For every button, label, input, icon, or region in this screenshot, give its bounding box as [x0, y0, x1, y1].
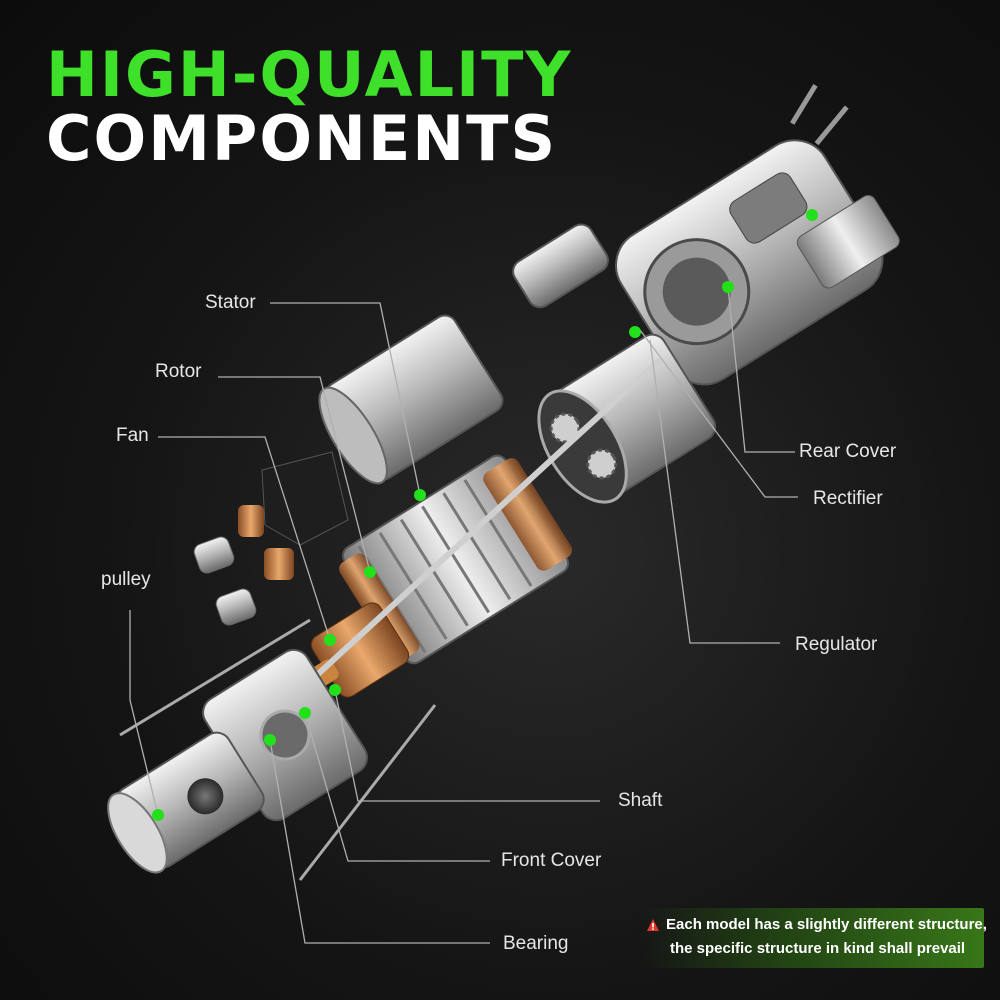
page-title-line1: HIGH-QUALITY	[46, 38, 573, 111]
label-rotor: Rotor	[155, 361, 202, 382]
stator-part	[318, 314, 504, 485]
marker-dots	[152, 209, 818, 821]
warning-icon	[647, 919, 659, 931]
disclaimer-note: Each model has a slightly different stru…	[640, 908, 987, 968]
marker-dot	[152, 809, 164, 821]
rectifier-part	[537, 333, 717, 504]
label-fan: Fan	[116, 425, 149, 446]
label-shaft: Shaft	[618, 790, 663, 811]
page-title-line2: COMPONENTS	[46, 102, 558, 175]
disclaimer-line2: the specific structure in kind shall pre…	[670, 940, 966, 957]
marker-dot	[324, 634, 336, 646]
leader-lines	[129, 286, 798, 944]
marker-dot	[264, 734, 276, 746]
disclaimer-line1: Each model has a slightly different stru…	[666, 916, 987, 933]
small-cylinder-part	[512, 223, 609, 309]
label-rear-cover: Rear Cover	[799, 441, 897, 462]
clip-parts	[193, 536, 257, 626]
rear-cover-part	[615, 84, 900, 386]
marker-dot	[414, 489, 426, 501]
label-rectifier: Rectifier	[813, 488, 883, 509]
marker-dot	[722, 281, 734, 293]
marker-dot	[629, 326, 641, 338]
marker-dot	[806, 209, 818, 221]
label-pulley: pulley	[101, 569, 151, 590]
marker-dot	[364, 566, 376, 578]
label-front-cover: Front Cover	[501, 850, 602, 871]
label-regulator: Regulator	[795, 634, 878, 655]
marker-dot	[299, 707, 311, 719]
marker-dot	[329, 684, 341, 696]
pulley-part	[107, 731, 265, 874]
label-stator: Stator	[205, 292, 256, 313]
label-bearing: Bearing	[503, 933, 569, 954]
brush-holder-part	[238, 451, 349, 580]
